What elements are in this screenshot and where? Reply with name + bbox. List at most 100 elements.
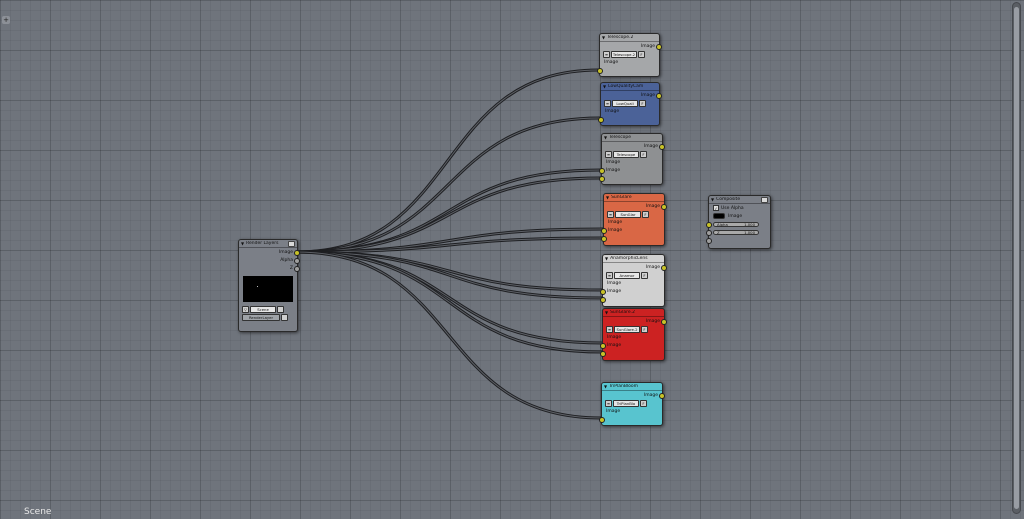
scene-field[interactable]: Scene [250, 305, 276, 313]
collapse-arrow-icon[interactable]: ▼ [602, 35, 606, 40]
socket-z-in[interactable] [706, 238, 712, 244]
group-node-triplanbloom[interactable]: ▼ TriPlanBloom Image ≡ TriPlanBlo F Imag… [599, 382, 665, 426]
scroll-thumb[interactable] [1014, 7, 1019, 509]
fake-user-button[interactable]: F [640, 150, 647, 158]
layer-browse-icon[interactable] [281, 313, 288, 321]
fake-user-button[interactable]: F [639, 99, 646, 107]
socket-input[interactable] [599, 176, 605, 182]
nodetree-icon[interactable]: ≡ [604, 99, 611, 107]
layer-selector[interactable]: RenderLayer [239, 313, 297, 321]
socket-output[interactable] [659, 144, 665, 150]
group-name-field[interactable]: Telescope.2 [611, 50, 637, 58]
group-node-sunglare-2[interactable]: ▼ SunGlare.2 Image ≡ SunGlare.2 F Image … [600, 308, 667, 361]
collapse-arrow-icon[interactable]: ▼ [605, 310, 609, 315]
nodetree-icon[interactable]: ≡ [605, 150, 612, 158]
fake-user-button[interactable]: F [641, 271, 648, 279]
fake-user-button[interactable]: F [638, 50, 645, 58]
group-selector[interactable]: ≡ SunGlar F [604, 210, 664, 218]
node-header[interactable]: ▼ LowQualityCam [601, 83, 659, 91]
socket-output[interactable] [656, 93, 662, 99]
group-selector[interactable]: ≡ LowQuali F [601, 99, 659, 107]
node-options-icon[interactable] [288, 240, 295, 247]
node-options-icon[interactable] [761, 196, 768, 203]
output-socket-label: Image [645, 203, 660, 209]
fake-user-button[interactable]: F [640, 399, 647, 407]
node-header[interactable]: ▼ TriPlanBloom [602, 383, 662, 391]
group-selector[interactable]: ≡ SunGlare.2 F [603, 325, 664, 333]
socket-input[interactable] [600, 351, 606, 357]
group-name-field[interactable]: Telescope [613, 150, 639, 158]
group-node-lowqualitycam[interactable]: ▼ LowQualityCam Image ≡ LowQuali F Image [598, 82, 662, 126]
group-name-field[interactable]: LowQuali [612, 99, 638, 107]
socket-input[interactable] [600, 297, 606, 303]
socket-input[interactable] [599, 168, 605, 174]
socket-input[interactable] [599, 417, 605, 423]
group-selector[interactable]: ≡ TriPlanBlo F [602, 399, 662, 407]
render-layer-field[interactable]: RenderLayer [242, 313, 280, 321]
color-swatch[interactable] [713, 213, 725, 219]
alpha-slider[interactable]: Alpha 1.000 [713, 221, 759, 227]
collapse-arrow-icon[interactable]: ▼ [711, 197, 715, 202]
socket-output[interactable] [656, 44, 662, 50]
group-node-anamorphiclens[interactable]: ▼ AnamorphicLens Image ≡ Anamor F Image … [600, 254, 667, 307]
socket-alpha-in[interactable] [706, 230, 712, 236]
group-name-field[interactable]: Anamor [614, 271, 640, 279]
checkbox-checked-icon[interactable]: ✓ [713, 205, 719, 211]
add-panel-button[interactable]: + [2, 16, 10, 24]
group-name-field[interactable]: TriPlanBlo [613, 399, 639, 407]
nodetree-icon[interactable]: ≡ [606, 325, 613, 333]
render-layers-node[interactable]: ▼ Render Layers Image Alpha Z ▽ Scene Re… [238, 239, 300, 332]
nodetree-icon[interactable]: ≡ [605, 399, 612, 407]
socket-z-out[interactable] [294, 266, 300, 272]
group-name-field[interactable]: SunGlare.2 [614, 325, 640, 333]
collapse-arrow-icon[interactable]: ▼ [604, 384, 608, 389]
collapse-arrow-icon[interactable]: ▼ [606, 195, 610, 200]
fake-user-button[interactable]: F [641, 325, 648, 333]
collapse-arrow-icon[interactable]: ▼ [241, 241, 245, 246]
socket-output[interactable] [661, 265, 667, 271]
socket-alpha-out[interactable] [294, 258, 300, 264]
collapse-arrow-icon[interactable]: ▼ [605, 256, 609, 261]
scene-selector[interactable]: ▽ Scene [239, 305, 297, 313]
socket-output[interactable] [659, 393, 665, 399]
socket-input[interactable] [600, 343, 606, 349]
socket-input[interactable] [601, 236, 607, 242]
group-selector[interactable]: ≡ Telescope.2 F [600, 50, 659, 58]
group-node-telescope[interactable]: ▼ Telescope Image ≡ Telescope F Image Im… [599, 133, 665, 185]
input-socket-label: Image [607, 288, 622, 294]
nodetree-icon[interactable]: ≡ [603, 50, 610, 58]
use-alpha-toggle[interactable]: ✓ Use Alpha [709, 204, 770, 212]
group-selector[interactable]: ≡ Telescope F [602, 150, 662, 158]
vertical-scrollbar[interactable] [1012, 2, 1021, 514]
collapse-arrow-icon[interactable]: ▼ [603, 84, 607, 89]
node-header[interactable]: ▼ Telescope [602, 134, 662, 142]
fake-user-button[interactable]: F [642, 210, 649, 218]
socket-output[interactable] [661, 319, 667, 325]
collapse-arrow-icon[interactable]: ▼ [604, 135, 608, 140]
render-preview [243, 276, 293, 302]
socket-output[interactable] [661, 204, 667, 210]
socket-image-out[interactable] [294, 250, 300, 256]
z-slider[interactable]: Z 1.000 [713, 229, 759, 235]
socket-image-in[interactable] [706, 222, 712, 228]
group-node-telescope-2[interactable]: ▼ Telescope.2 Image ≡ Telescope.2 F Imag… [597, 33, 662, 77]
node-header[interactable]: ▼ SunGlare [604, 194, 664, 202]
group-selector[interactable]: ≡ Anamor F [603, 271, 664, 279]
socket-input[interactable] [600, 289, 606, 295]
scene-icon[interactable]: ▽ [242, 305, 249, 313]
socket-input[interactable] [597, 68, 603, 74]
group-name-field[interactable]: SunGlar [615, 210, 641, 218]
browse-icon[interactable] [277, 305, 284, 313]
socket-input[interactable] [598, 117, 604, 123]
node-header[interactable]: ▼ SunGlare.2 [603, 309, 664, 317]
nodetree-icon[interactable]: ≡ [607, 210, 614, 218]
socket-input[interactable] [601, 228, 607, 234]
node-header[interactable]: ▼ Composite [709, 196, 770, 204]
node-header[interactable]: ▼ Telescope.2 [600, 34, 659, 42]
group-node-sunglare[interactable]: ▼ SunGlare Image ≡ SunGlar F Image Image [601, 193, 667, 246]
node-header[interactable]: ▼ AnamorphicLens [603, 255, 664, 263]
node-header[interactable]: ▼ Render Layers [239, 240, 297, 248]
composite-node[interactable]: ▼ Composite ✓ Use Alpha Image Alpha 1.00… [706, 195, 771, 249]
nodetree-icon[interactable]: ≡ [606, 271, 613, 279]
